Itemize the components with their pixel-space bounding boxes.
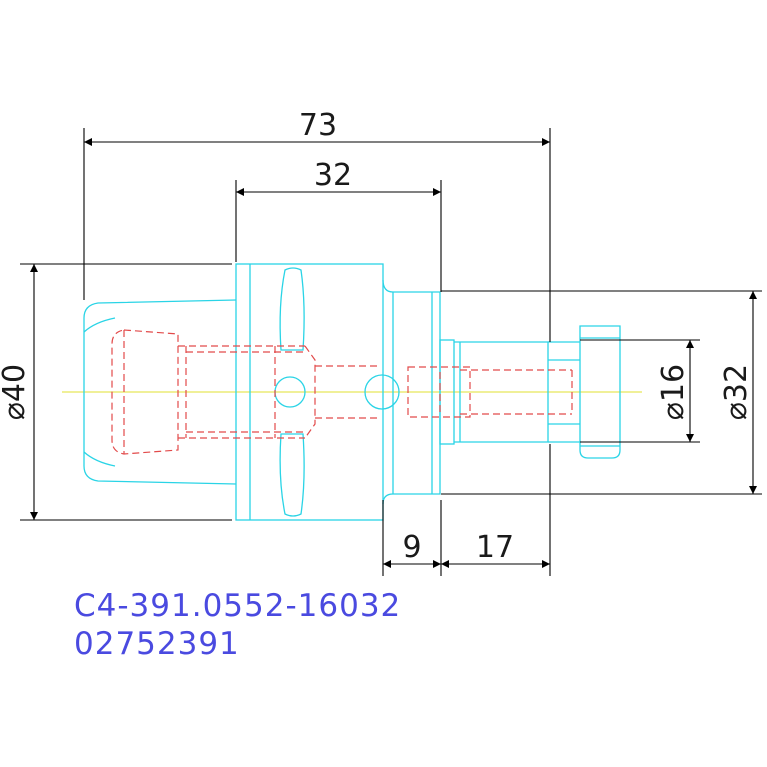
part-outline bbox=[83, 263, 621, 521]
part-number: C4-391.0552-16032 bbox=[74, 588, 402, 624]
dim-label-dia40: ⌀40 bbox=[0, 364, 32, 420]
dim-label-32: 32 bbox=[314, 158, 352, 193]
dim-label-dia32: ⌀32 bbox=[719, 364, 754, 420]
dim-label-dia16: ⌀16 bbox=[656, 364, 691, 420]
internal-bore bbox=[111, 329, 573, 455]
dimensions: 73 32 ⌀40 ⌀16 ⌀32 9 17 bbox=[0, 108, 762, 576]
dim-label-73: 73 bbox=[299, 108, 337, 143]
dim-label-17: 17 bbox=[476, 530, 514, 565]
item-code: 02752391 bbox=[74, 626, 240, 662]
dim-label-9: 9 bbox=[402, 530, 421, 565]
